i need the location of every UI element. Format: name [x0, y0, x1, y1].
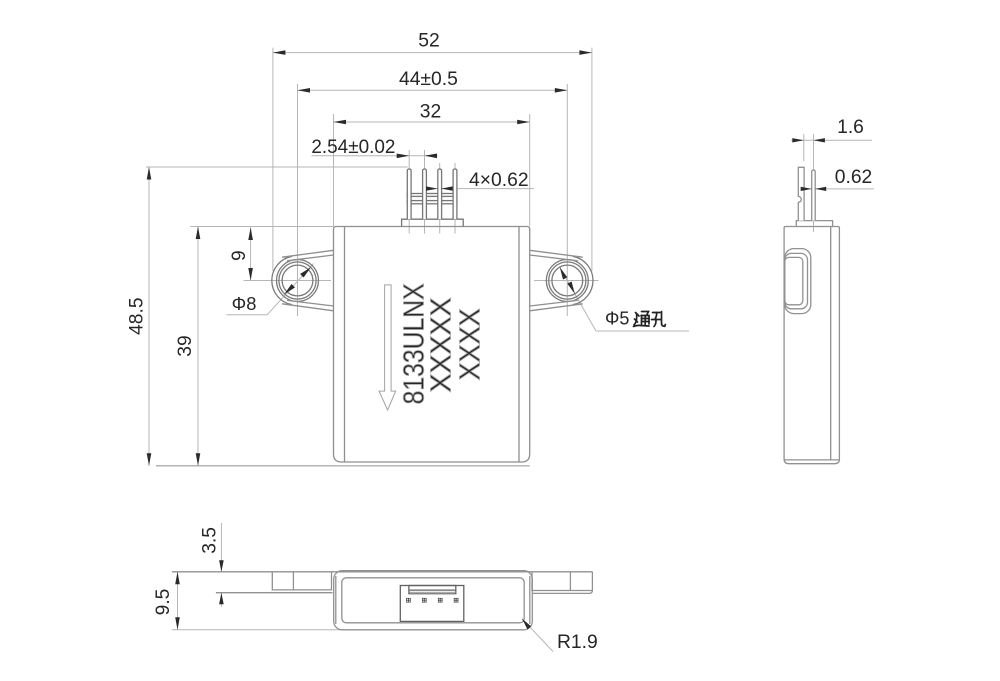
svg-text:0.62: 0.62: [835, 167, 873, 188]
svg-text:8133ULNX: 8133ULNX: [399, 283, 431, 404]
svg-text:XXXX: XXXX: [455, 308, 487, 380]
svg-text:Φ5: Φ5: [605, 309, 629, 329]
svg-text:52: 52: [418, 31, 439, 52]
svg-text:9.5: 9.5: [153, 589, 174, 616]
svg-text:1.6: 1.6: [837, 117, 864, 138]
svg-text:3.5: 3.5: [200, 527, 221, 554]
svg-text:32: 32: [420, 102, 441, 123]
svg-text:R1.9: R1.9: [557, 632, 598, 653]
svg-text:Φ8: Φ8: [232, 293, 257, 314]
svg-text:44±0.5: 44±0.5: [399, 69, 458, 90]
svg-text:4×0.62: 4×0.62: [469, 170, 529, 191]
svg-text:9: 9: [229, 250, 250, 261]
svg-text:48.5: 48.5: [127, 297, 148, 335]
svg-text:39: 39: [175, 335, 196, 356]
svg-text:2.54±0.02: 2.54±0.02: [311, 137, 395, 158]
svg-text:XXXXX: XXXXX: [426, 298, 458, 393]
